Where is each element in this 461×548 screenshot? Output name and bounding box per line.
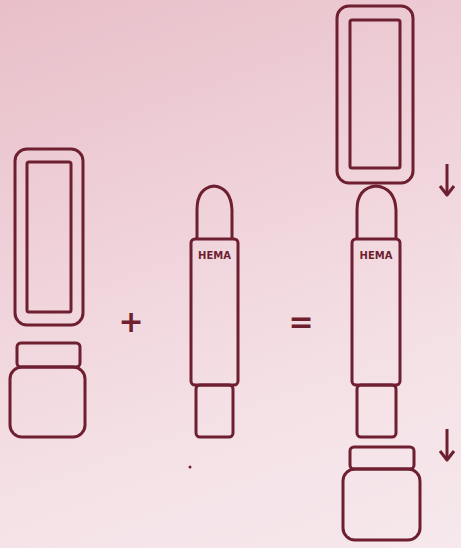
base-band (350, 447, 414, 469)
cap-outline (337, 6, 413, 183)
base-body (10, 367, 85, 437)
lipstick-bullet (197, 186, 232, 239)
cap-inner (27, 162, 71, 312)
down-arrow (440, 429, 454, 460)
cap-inner (350, 20, 400, 168)
down-arrow (440, 164, 454, 195)
lipstick-label-area: HEMA (354, 244, 398, 266)
lipstick-bullet (357, 186, 396, 239)
lipstick-label-area: HEMA (193, 244, 236, 266)
brand-text: HEMA (198, 250, 231, 261)
base-band (17, 343, 80, 367)
lipstick-body (352, 239, 400, 385)
operator-symbol: = (288, 307, 313, 337)
lipstick-bottom (357, 385, 396, 437)
base-body (343, 469, 420, 540)
operator-symbol: + (118, 307, 143, 337)
lipstick-body (191, 239, 238, 385)
cap-outline (15, 149, 83, 325)
lipstick-bottom (196, 385, 233, 437)
brand-text: HEMA (360, 250, 393, 261)
dot (189, 466, 192, 469)
